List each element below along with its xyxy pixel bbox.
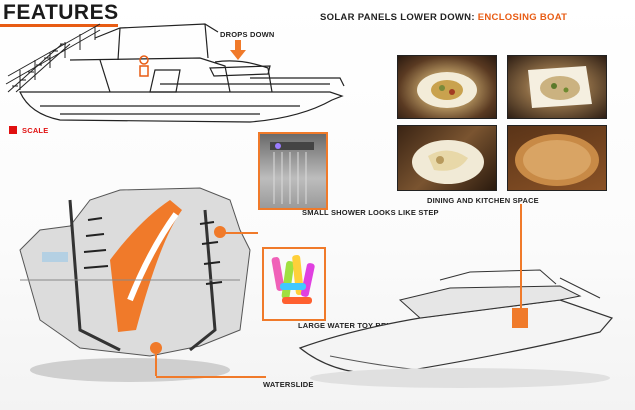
dining-photo-3 [397, 125, 497, 191]
waterslide-callout-dot [150, 342, 162, 354]
toy-bin-photo [262, 247, 326, 321]
scale-label: SCALE [22, 126, 49, 135]
shower-callout-dot [214, 226, 226, 238]
solar-panels-prefix: SOLAR PANELS LOWER DOWN: [320, 12, 475, 23]
scale-swatch [9, 126, 17, 134]
enclosing-boat-text: ENCLOSING BOAT [477, 12, 568, 23]
dining-photo-4 [507, 125, 607, 191]
waterslide-callout-line [155, 346, 157, 376]
toy-bin-label: LARGE WATER TOY BEN [298, 321, 392, 330]
shower-photo [258, 132, 328, 210]
shower-label: SMALL SHOWER LOOKS LIKE STEP [302, 208, 439, 217]
solar-panels-label: SOLAR PANELS LOWER DOWN: ENCLOSING BOAT [320, 12, 567, 23]
waterslide-callout-line-h [156, 376, 266, 378]
title-block [0, 0, 112, 26]
dining-callout-line [520, 204, 522, 308]
title-underline [0, 24, 118, 27]
dining-photo-1 [397, 55, 497, 119]
page-title: FEATURES [3, 1, 119, 24]
dining-photo-2 [507, 55, 607, 119]
drops-down-label: DROPS DOWN [220, 30, 275, 39]
waterslide-label: WATERSLIDE [263, 380, 314, 389]
shower-callout-line [222, 232, 258, 234]
dining-kitchen-label: DINING AND KITCHEN SPACE [427, 196, 539, 205]
